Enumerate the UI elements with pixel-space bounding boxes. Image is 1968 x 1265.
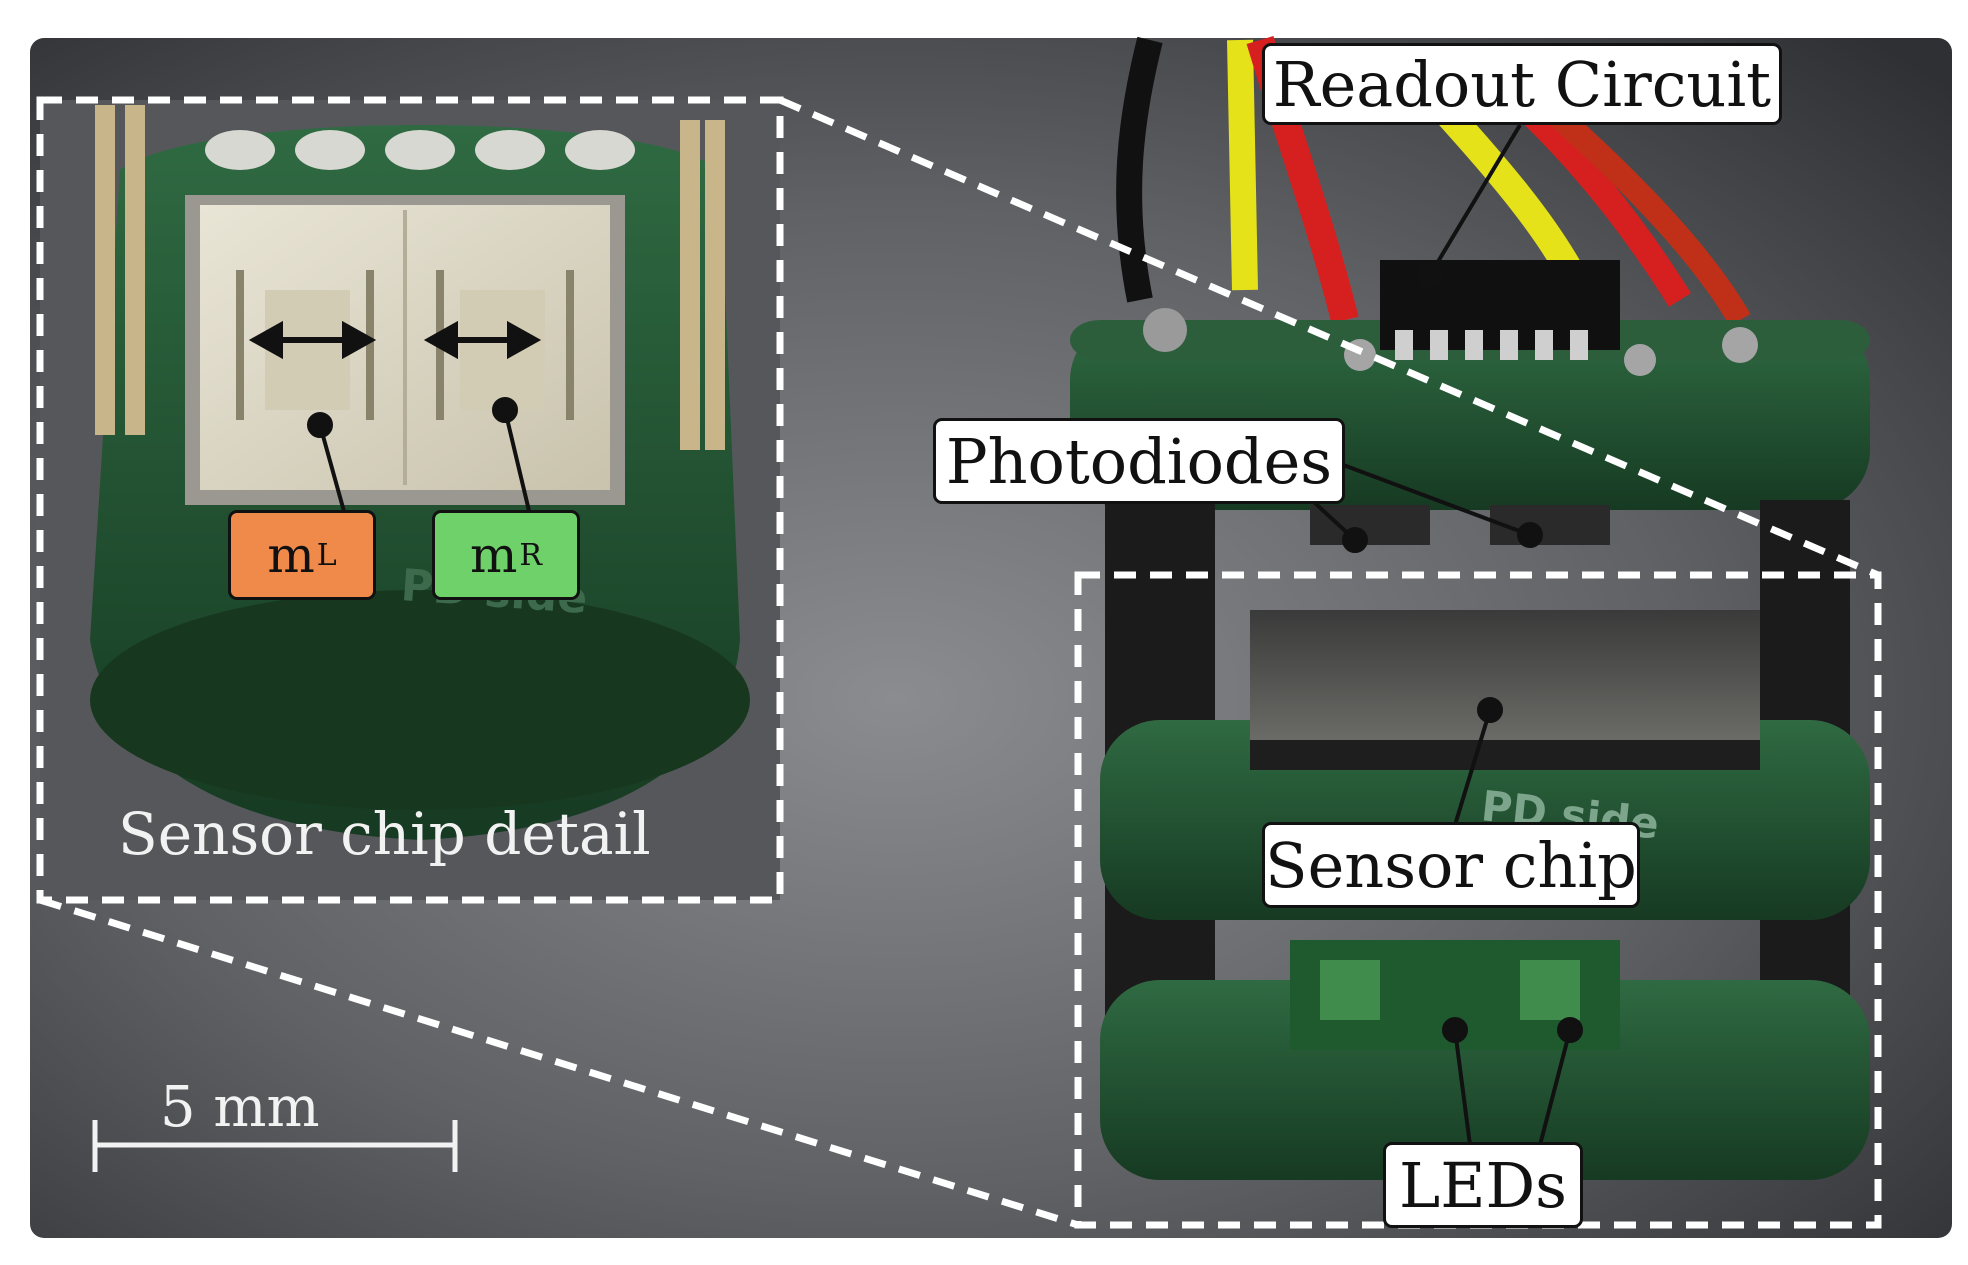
- sensor-chip-detail-caption: Sensor chip detail: [118, 800, 651, 868]
- double-arrow-icon: [248, 320, 377, 360]
- scale-bar: [92, 1120, 458, 1172]
- inset-sensor-detail: PD side: [40, 100, 780, 900]
- zoom-connector-bottom: [38, 896, 1080, 1229]
- zoom-connector-top: [778, 96, 1880, 579]
- photodiodes-label: Photodiodes: [933, 418, 1345, 504]
- scale-bar-label: 5 mm: [160, 1075, 320, 1140]
- inset-frame: [36, 96, 784, 904]
- double-arrow-icon: [423, 320, 542, 360]
- sensor-chip-label: Sensor chip: [1262, 822, 1640, 908]
- leds-label: LEDs: [1383, 1142, 1583, 1228]
- readout-circuit-label: Readout Circuit: [1262, 43, 1782, 125]
